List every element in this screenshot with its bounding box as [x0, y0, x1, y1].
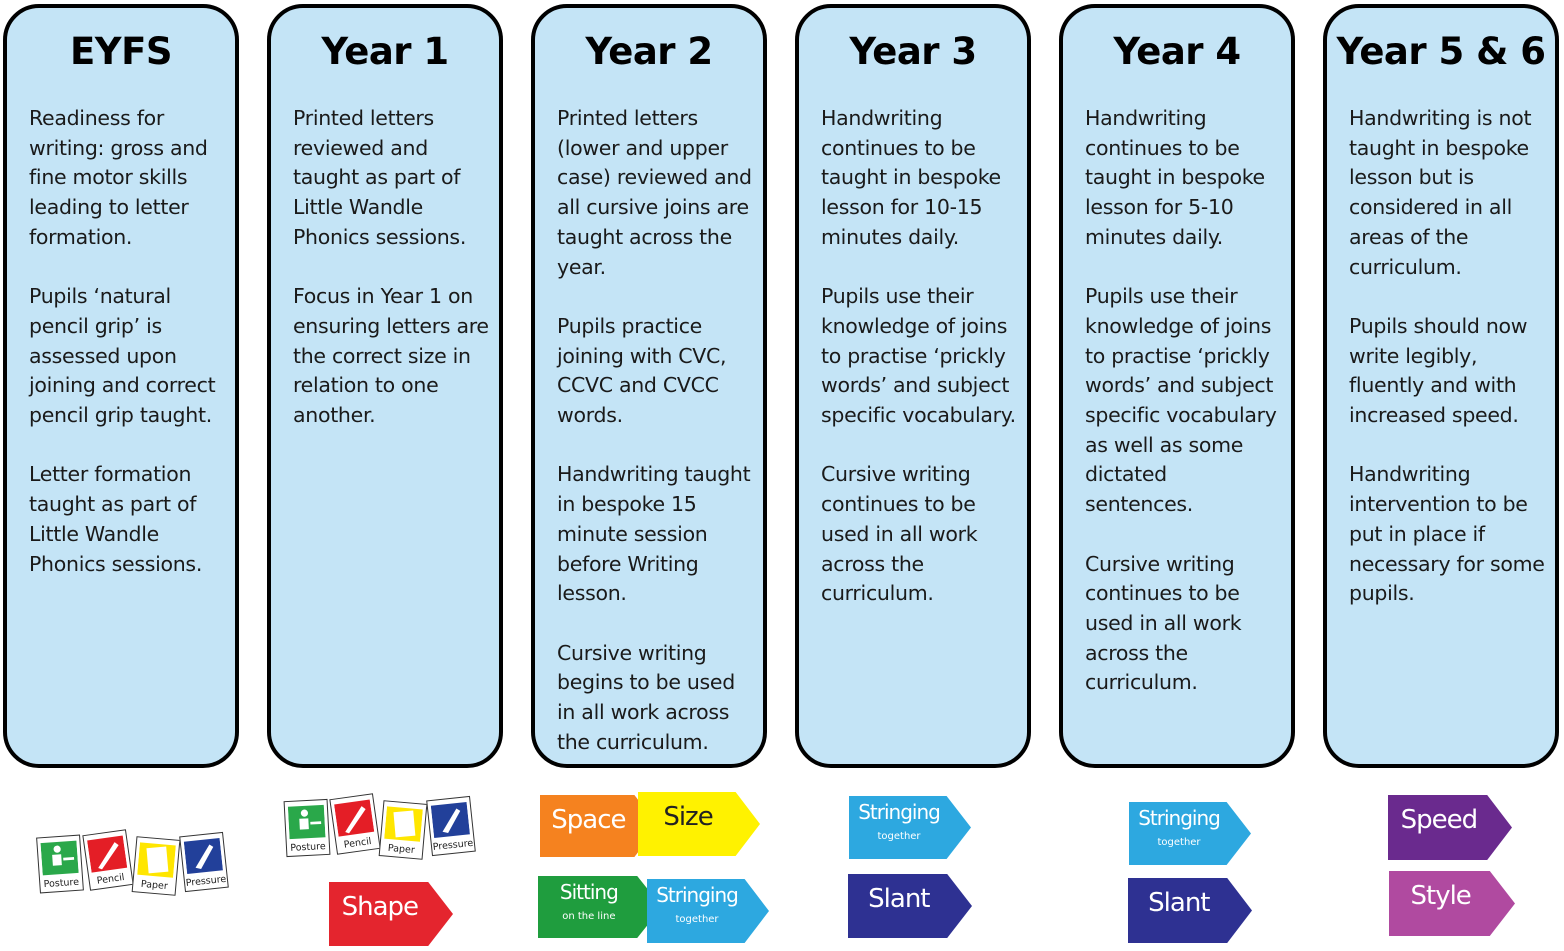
column-year-5-6: Year 5 & 6 Handwriting is not taught in …: [1323, 4, 1559, 768]
tag-label: Slant: [1148, 888, 1210, 918]
column-title: Year 4: [1113, 30, 1241, 73]
column-body: Handwriting is not taught in bespoke les…: [1349, 104, 1545, 639]
column-title: EYFS: [70, 30, 173, 73]
tag-space: Space: [540, 795, 658, 857]
tag-stringing: Stringing together: [1129, 802, 1251, 865]
pressure-card: Pressure: [179, 831, 229, 893]
posture-icon: [287, 804, 326, 840]
four-p-cards-eyfs: Posture Pencil Paper Pressure: [36, 829, 233, 902]
paper-icon: [384, 806, 423, 842]
pencil-icon: [87, 835, 128, 873]
posture-icon: [40, 840, 79, 876]
tag-shape: Shape: [329, 882, 453, 946]
paragraph: Cursive writing begins to be used in all…: [557, 640, 735, 754]
four-p-cards-year-1: Posture Pencil Paper Pressure: [283, 793, 480, 866]
column-body: Handwriting continues to be taught in be…: [821, 104, 1017, 639]
tag-sublabel: together: [1157, 837, 1201, 848]
tag-label: Speed: [1400, 805, 1479, 835]
tag-style: Style: [1389, 871, 1515, 936]
tag-stringing: Stringing together: [647, 879, 769, 943]
posture-card: Posture: [283, 798, 331, 858]
paragraph: Pupils should now write legibly, fluentl…: [1349, 313, 1528, 428]
posture-card: Posture: [36, 834, 84, 894]
card-label: Paper: [140, 878, 169, 893]
tag-label: Stringing: [858, 800, 941, 824]
card-label: Pressure: [185, 873, 227, 889]
paragraph: Pupils use their knowledge of joins to p…: [1085, 284, 1277, 517]
card-label: Paper: [387, 842, 416, 857]
paper-card: Paper: [378, 800, 428, 860]
paragraph: Printed letters (lower and upper case) r…: [557, 106, 752, 279]
column-year-2: Year 2 Printed letters (lower and upper …: [531, 4, 767, 768]
tag-speed: Speed: [1388, 795, 1512, 860]
pressure-icon: [183, 838, 223, 875]
column-title: Year 1: [321, 30, 449, 73]
paragraph: Cursive writing continues to be used in …: [1085, 551, 1242, 695]
paragraph: Readiness for writing: gross and fine mo…: [29, 106, 208, 249]
paragraph: Cursive writing continues to be used in …: [821, 462, 978, 606]
tag-label: Shape: [341, 892, 419, 922]
tag-label: Sitting: [559, 880, 619, 904]
tag-label: Stringing: [1138, 806, 1221, 830]
column-body: Printed letters (lower and upper case) r…: [557, 104, 753, 787]
column-year-4: Year 4 Handwriting continues to be taugh…: [1059, 4, 1295, 768]
tag-sublabel: on the line: [562, 911, 616, 922]
tag-sublabel: together: [675, 914, 719, 925]
pencil-card: Pencil: [82, 829, 134, 891]
tag-sitting: Sitting on the line: [538, 876, 662, 938]
paragraph: Handwriting continues to be taught in be…: [1085, 106, 1265, 249]
tag-label: Space: [551, 805, 626, 835]
paragraph: Pupils use their knowledge of joins to p…: [821, 284, 1016, 428]
pencil-icon: [334, 799, 375, 837]
tag-stringing: Stringing together: [849, 796, 971, 859]
card-label: Pressure: [432, 837, 474, 853]
column-year-1: Year 1 Printed letters reviewed and taug…: [267, 4, 503, 768]
paragraph: Handwriting taught in bespoke 15 minute …: [557, 462, 751, 606]
tag-label: Slant: [868, 884, 930, 914]
paper-card: Paper: [131, 836, 181, 896]
column-eyfs: EYFS Readiness for writing: gross and fi…: [3, 4, 239, 768]
paragraph: Handwriting continues to be taught in be…: [821, 106, 1001, 249]
column-year-3: Year 3 Handwriting continues to be taugh…: [795, 4, 1031, 768]
tag-slant: Slant: [1128, 878, 1252, 943]
column-body: Readiness for writing: gross and fine mo…: [29, 104, 225, 609]
column-title: Year 2: [585, 30, 713, 73]
tag-size: Size: [638, 792, 760, 856]
tag-label: Size: [663, 802, 713, 832]
tag-label: Style: [1410, 881, 1472, 911]
pressure-icon: [430, 802, 470, 839]
column-body: Printed letters reviewed and taught as p…: [293, 104, 489, 460]
paragraph: Pupils ‘natural pencil grip’ is assessed…: [29, 284, 216, 428]
tag-sublabel: together: [877, 831, 921, 842]
paragraph: Focus in Year 1 on ensuring letters are …: [293, 284, 489, 428]
paragraph: Printed letters reviewed and taught as p…: [293, 106, 467, 249]
paragraph: Pupils practice joining with CVC, CCVC a…: [557, 313, 727, 428]
column-title: Year 5 & 6: [1336, 30, 1546, 73]
paragraph: Handwriting is not taught in bespoke les…: [1349, 106, 1532, 279]
pencil-card: Pencil: [329, 793, 381, 855]
card-label: Posture: [43, 876, 80, 891]
tag-slant: Slant: [848, 874, 972, 938]
column-body: Handwriting continues to be taught in be…: [1085, 104, 1281, 728]
card-label: Posture: [290, 841, 327, 854]
column-title: Year 3: [849, 30, 977, 73]
paragraph: Letter formation taught as part of Littl…: [29, 462, 203, 576]
pressure-card: Pressure: [426, 795, 476, 857]
tag-label: Stringing: [656, 883, 739, 907]
paragraph: Handwriting intervention to be put in pl…: [1349, 462, 1545, 606]
paper-icon: [137, 842, 176, 878]
